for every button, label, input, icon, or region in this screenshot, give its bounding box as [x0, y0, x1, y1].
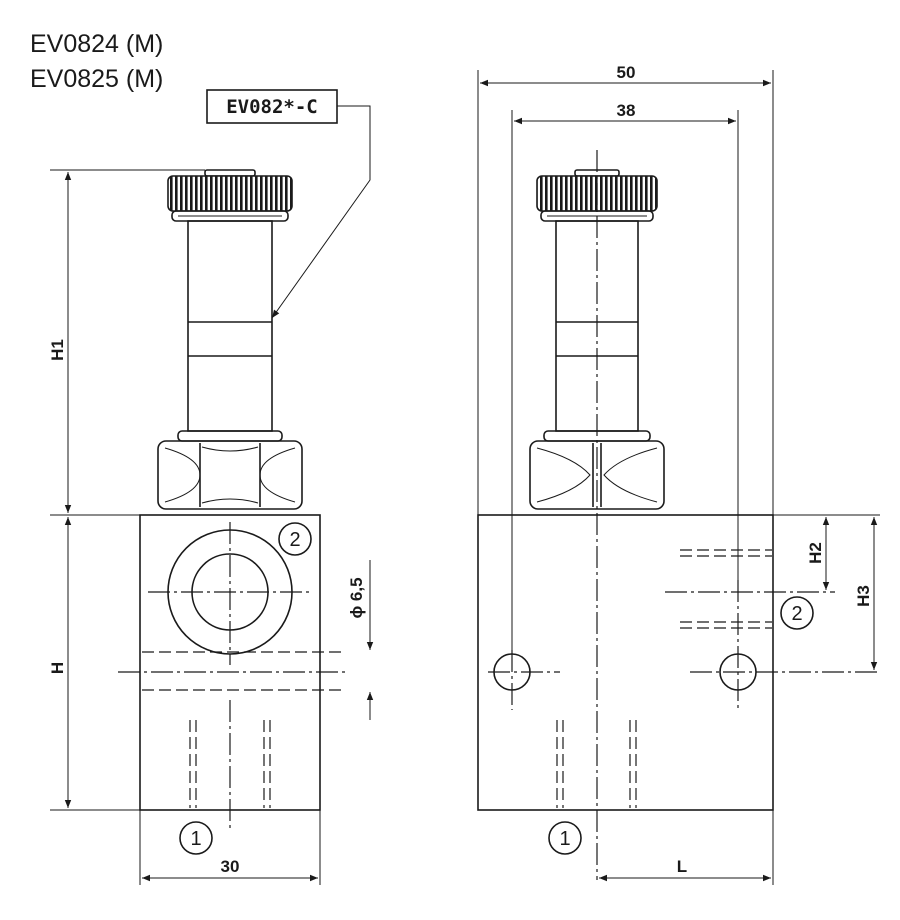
right-dimensions: 50 38 H2 H3 L [477, 63, 880, 885]
coil-tube-left [187, 220, 273, 432]
callout-label: EV082*-C [226, 96, 318, 118]
dim-h3-label: H3 [854, 585, 873, 607]
model-label-1: EV0824 (M) [30, 30, 163, 58]
coil-callout: EV082*-C [206, 89, 371, 319]
port-2-badge-right [780, 596, 814, 630]
dim-h-label: H [48, 662, 67, 674]
dim-h1-label: H1 [48, 339, 67, 361]
port-1-badge-left [179, 821, 213, 855]
port-1-label-left: 1 [190, 828, 201, 850]
dim-l-label: L [677, 857, 687, 876]
port-2-badge-left [278, 522, 312, 556]
dim-h2-label: H2 [806, 542, 825, 564]
callout-leader [271, 105, 371, 319]
knob-top-cap [204, 169, 256, 177]
port-1-label-right: 1 [559, 828, 570, 850]
port-2-label-right: 2 [791, 603, 802, 625]
hex-nut-left [157, 440, 303, 510]
model-label-2: EV0825 (M) [30, 65, 163, 93]
left-view: 2 1 [118, 169, 345, 855]
port-2-label-left: 2 [289, 529, 300, 551]
dim-38-label: 38 [617, 101, 636, 120]
left-dimensions: H1 H 30 ϕ 6,5 [48, 169, 374, 885]
right-view: 2 1 [477, 150, 880, 880]
dim-50-label: 50 [617, 63, 636, 82]
dim-diameter-label: ϕ 6,5 [347, 577, 366, 618]
knob-knurl-left [167, 175, 293, 212]
port-1-badge-right [548, 821, 582, 855]
coil-collar-left [177, 430, 283, 442]
dim-30-label: 30 [221, 857, 240, 876]
valve-body-right [477, 514, 774, 811]
